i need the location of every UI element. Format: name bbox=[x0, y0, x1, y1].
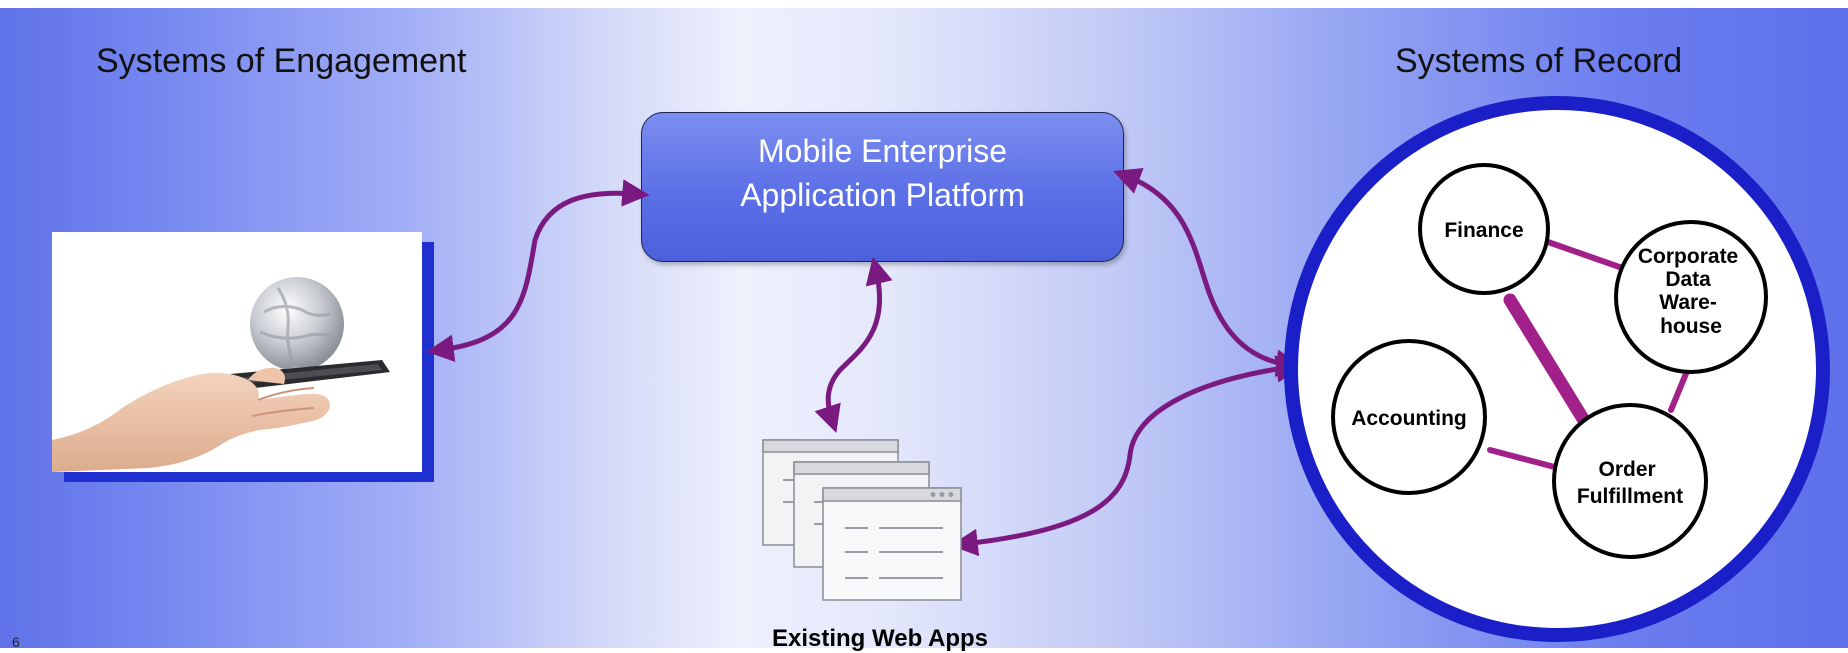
arrow-platform-to-record bbox=[1113, 167, 1304, 377]
node-corporate-data-warehouse: Corporate Data Ware- house bbox=[1614, 220, 1768, 374]
platform-label: Mobile Enterprise Application Platform bbox=[663, 129, 1103, 217]
node-order-fulfillment: Order Fulfillment bbox=[1552, 403, 1708, 559]
node-finance-label: Finance bbox=[1444, 219, 1523, 242]
arrow-device-to-platform bbox=[426, 179, 650, 362]
link-finance-warehouse bbox=[1545, 239, 1631, 273]
platform-label-line1: Mobile Enterprise bbox=[758, 133, 1007, 169]
node-finance: Finance bbox=[1418, 163, 1550, 295]
platform-label-line2: Application Platform bbox=[740, 177, 1025, 213]
mobile-device-image bbox=[52, 232, 422, 472]
link-finance-order bbox=[1503, 293, 1603, 447]
node-warehouse-label: Corporate Data Ware- house bbox=[1638, 245, 1744, 338]
node-order-label: Order Fulfillment bbox=[1577, 458, 1683, 508]
systems-of-engagement-heading: Systems of Engagement bbox=[96, 42, 467, 80]
node-accounting-label: Accounting bbox=[1351, 407, 1467, 430]
stacked-browser-windows-icon bbox=[762, 439, 962, 601]
arrow-web-apps-to-record bbox=[950, 355, 1304, 557]
systems-of-record-heading: Systems of Record bbox=[1395, 42, 1683, 80]
existing-web-apps-caption: Existing Web Apps bbox=[771, 625, 989, 652]
node-accounting: Accounting bbox=[1331, 339, 1487, 495]
hand-holding-phone-with-globe-icon bbox=[52, 277, 390, 472]
page-number: 6 bbox=[12, 634, 20, 650]
arrow-platform-to-web-apps bbox=[814, 256, 893, 434]
